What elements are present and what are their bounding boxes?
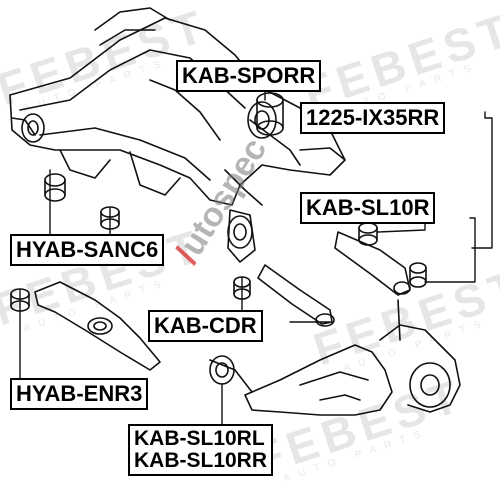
label-kab-sl10r: KAB-SL10R xyxy=(300,192,436,224)
label-kab-sl10rl: KAB-SL10RL xyxy=(134,427,265,450)
label-kab-cdr: KAB-CDR xyxy=(148,310,263,342)
label-kab-sporr: KAB-SPORR xyxy=(176,60,322,92)
loose-bushings xyxy=(10,92,427,385)
leader-lines xyxy=(19,87,493,429)
lower-arm-left xyxy=(34,281,161,371)
label-hyab-sanc6: HYAB-SANC6 xyxy=(10,234,165,266)
upper-links xyxy=(257,231,411,327)
label-hyab-enr3: HYAB-ENR3 xyxy=(10,378,149,410)
trailing-arm xyxy=(209,299,461,416)
label-kab-sl10rr: KAB-SL10RR xyxy=(134,449,268,472)
label-1225-ix35rr: 1225-IX35RR xyxy=(300,102,446,134)
subframe xyxy=(9,7,346,263)
label-kab-sl10rl-rr: KAB-SL10RL KAB-SL10RR xyxy=(128,424,274,476)
